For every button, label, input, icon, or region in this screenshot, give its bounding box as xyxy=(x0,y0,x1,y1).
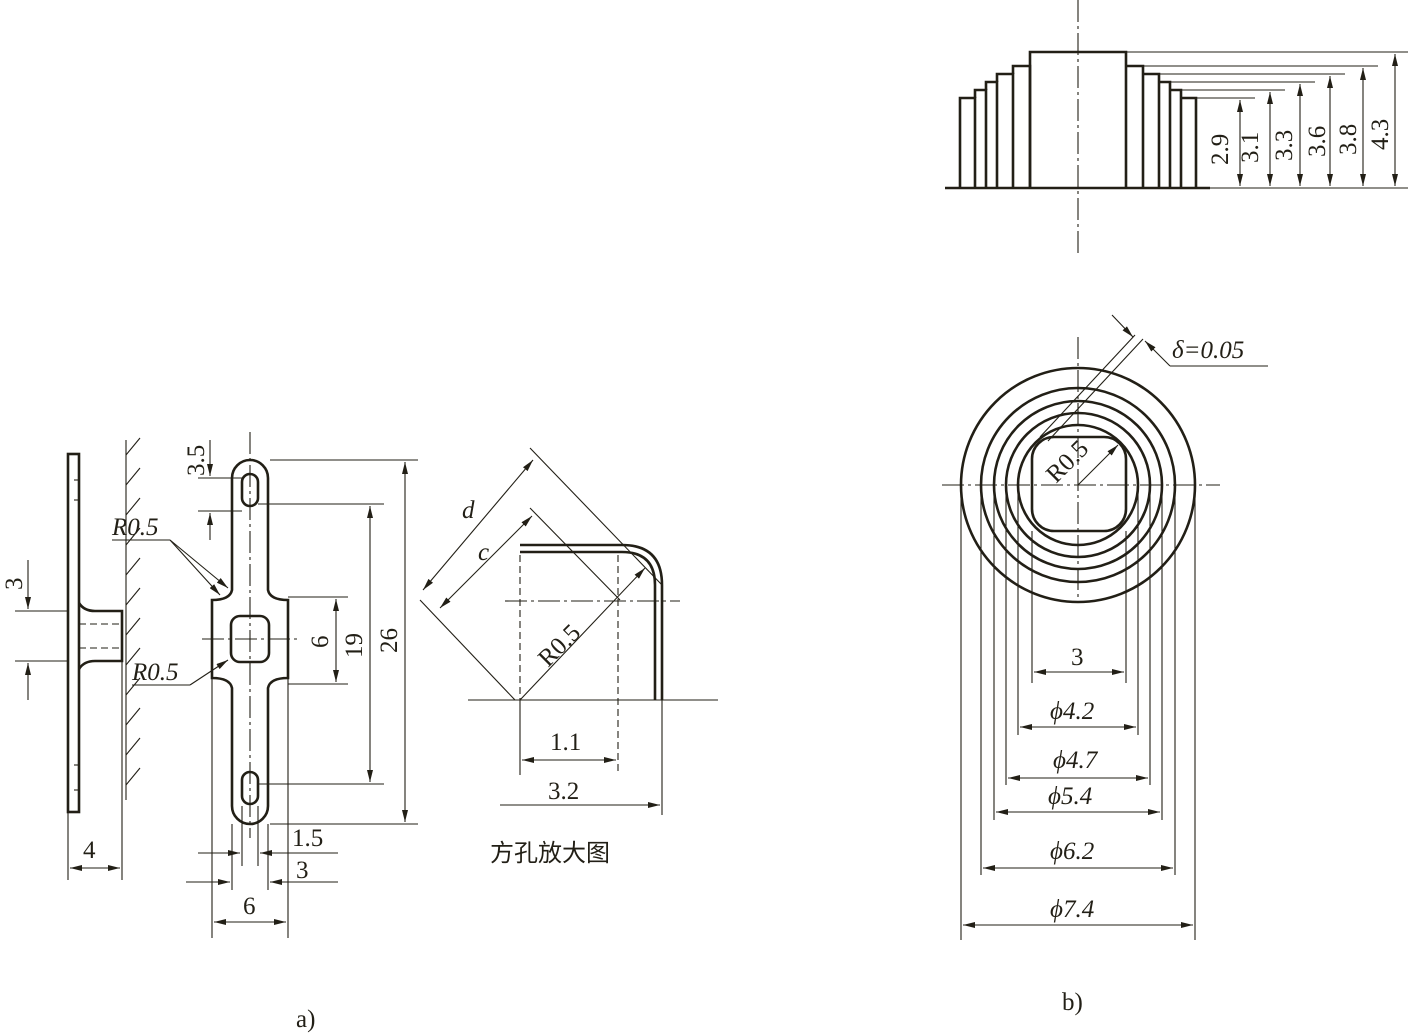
diameter-label-2: ϕ4.7 xyxy=(1053,747,1099,774)
figure-b: 2.9 3.1 3.3 3.6 3.8 4.3 δ=0.05 R0.5 xyxy=(942,0,1408,1016)
detail-outer-label: 3.2 xyxy=(548,778,579,805)
height-label-3: 3.3 xyxy=(1271,130,1298,161)
slot-spacing-label: 19 xyxy=(341,633,368,658)
radius-upper-label: R0.5 xyxy=(111,514,159,541)
detail-d-label: d xyxy=(462,497,475,524)
arm-width-label: 3 xyxy=(296,857,309,884)
caption-b: b) xyxy=(1062,989,1083,1016)
figure-a: 4 3 26 19 6 3.5 xyxy=(1,432,718,1033)
height-label-2: 3.1 xyxy=(1237,132,1264,163)
slot-width-label: 1.5 xyxy=(292,825,323,852)
side-view: 4 3 xyxy=(1,437,141,880)
boss-height-label: 3 xyxy=(1,578,28,591)
detail-radius-label: R0.5 xyxy=(533,619,586,672)
radius-lower-label: R0.5 xyxy=(131,659,179,686)
slot-offset-label: 3.5 xyxy=(183,445,210,476)
diameter-label-4: ϕ6.2 xyxy=(1050,838,1094,865)
height-label-1: 2.9 xyxy=(1207,134,1234,165)
square-hole-detail: d c R0.5 1.1 3.2 方孔放大图 xyxy=(419,447,718,867)
height-label-6: 4.3 xyxy=(1367,119,1394,150)
thickness-label: δ=0.05 xyxy=(1172,337,1244,364)
spring-spiral: δ=0.05 R0.5 3 ϕ4.2 ϕ4.7 ϕ5.4 ϕ6.2 ϕ7.4 xyxy=(942,314,1268,940)
height-label-5: 3.8 xyxy=(1335,124,1362,155)
overall-length-label: 26 xyxy=(376,628,403,653)
caption-a: a) xyxy=(296,1006,315,1033)
square-hole-label: 6 xyxy=(307,636,334,649)
side-width-label: 4 xyxy=(83,837,96,864)
detail-inner-label: 1.1 xyxy=(550,729,581,756)
body-width-label: 6 xyxy=(243,893,256,920)
detail-c-label: c xyxy=(478,539,489,566)
height-label-4: 3.6 xyxy=(1304,126,1331,157)
diameter-label-1: ϕ4.2 xyxy=(1050,698,1094,725)
wall-hatching xyxy=(125,437,141,800)
diameter-label-3: ϕ5.4 xyxy=(1048,783,1092,810)
diameter-label-5: ϕ7.4 xyxy=(1050,896,1094,923)
spiral-radius-label: R0.5 xyxy=(1041,435,1094,488)
front-view: 26 19 6 3.5 R0.5 R0.5 1.5 xyxy=(111,432,418,938)
detail-title: 方孔放大图 xyxy=(490,839,610,867)
hole-width-label: 3 xyxy=(1071,644,1084,671)
spring-profile: 2.9 3.1 3.3 3.6 3.8 4.3 xyxy=(945,0,1408,255)
